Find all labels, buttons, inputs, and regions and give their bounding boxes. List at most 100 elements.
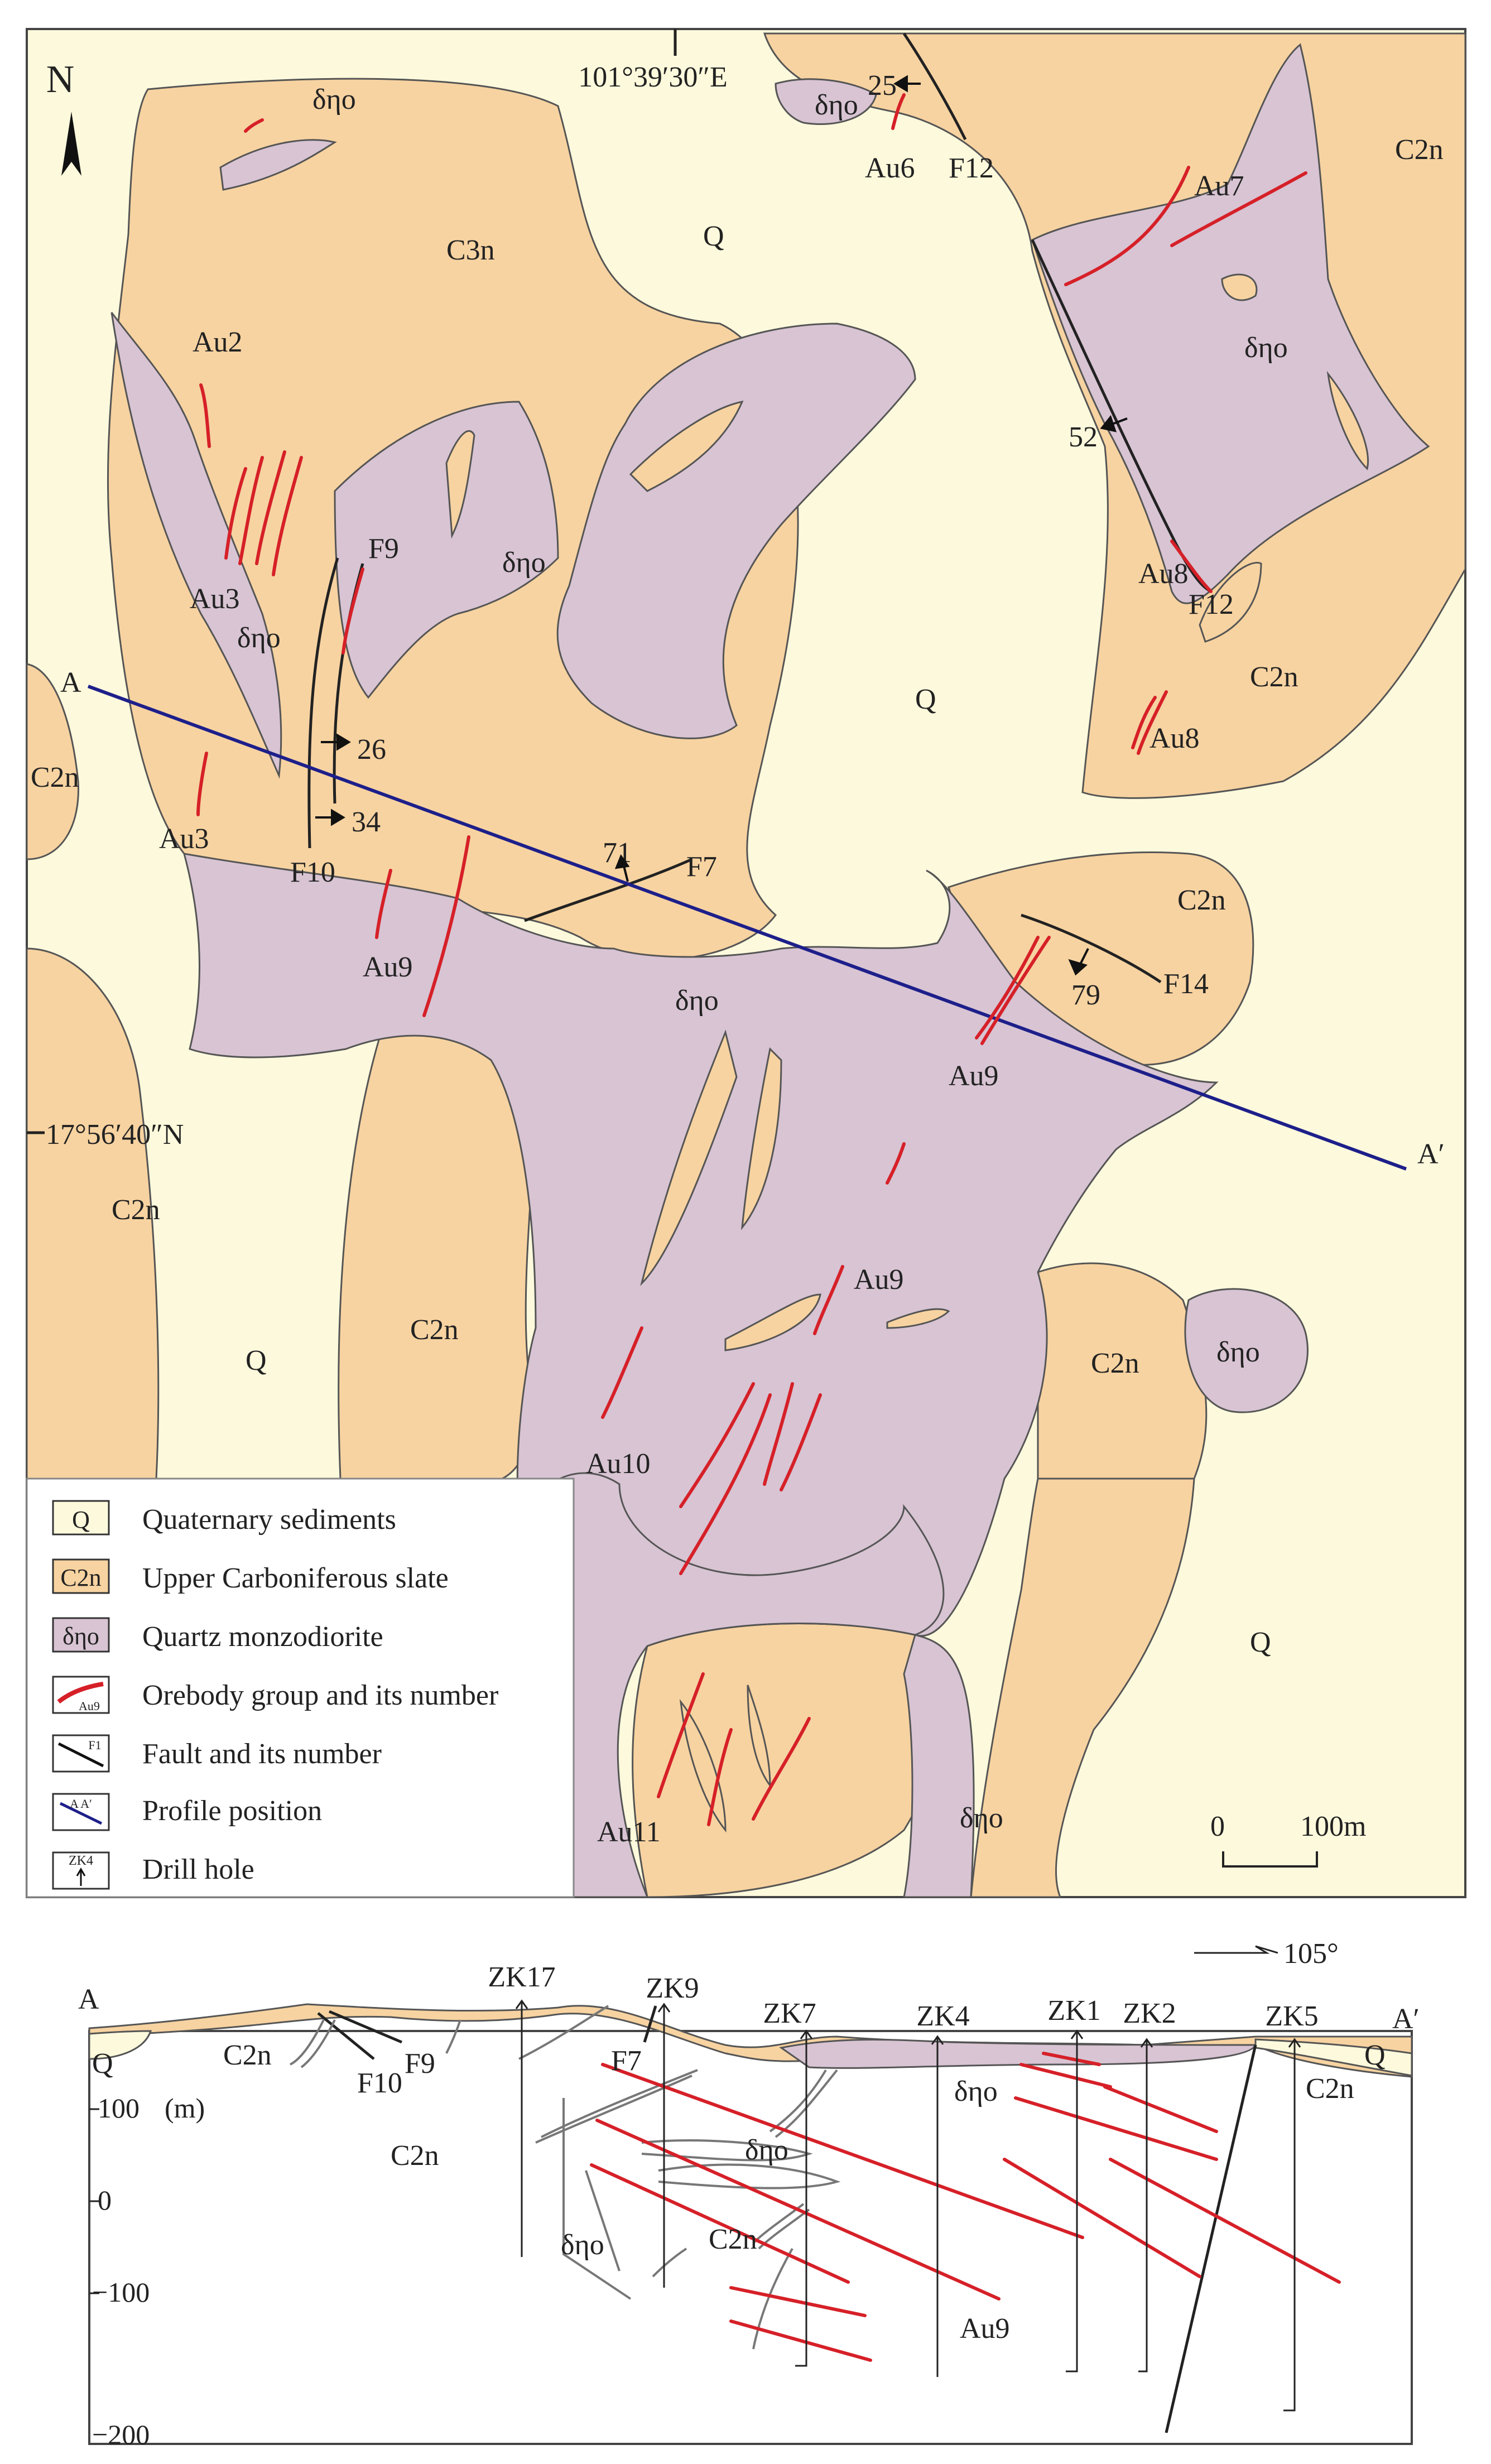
label-au6: Au6 (865, 152, 915, 184)
diorite-units (110, 43, 1430, 1898)
label-dip25: 25 (868, 70, 897, 102)
legend-symbol-fault: F1 (88, 1738, 101, 1752)
label-f9: F9 (368, 533, 399, 565)
section-orebody-8 (1014, 2096, 1218, 2161)
label-au3-west: Au3 (159, 823, 209, 855)
legend-label-fault: Fault and its number (142, 1738, 382, 1770)
label-zk17: ZK17 (488, 1961, 555, 1993)
legend-item-fault: F1 Fault and its number (52, 1734, 382, 1773)
orebody-au8-south-2 (1137, 690, 1168, 755)
section-orebody-4 (729, 2286, 867, 2317)
label-zk9: ZK9 (646, 1972, 699, 2004)
orebody-au3-3 (255, 450, 286, 565)
contact-dno-leader-2 (585, 2170, 621, 2272)
label-au9-west: Au9 (363, 951, 413, 983)
diorite-northeast (1031, 43, 1430, 604)
orebody-au10-2 (679, 1382, 755, 1508)
contact-7 (769, 2069, 827, 2133)
label-c2n-west: C2n (31, 762, 79, 793)
profile-a-label: A (60, 667, 81, 699)
orebody-au2 (199, 383, 211, 448)
orebody-au9-central (422, 835, 470, 1017)
orebody-au11-3 (752, 1717, 811, 1821)
label-dip79: 79 (1071, 979, 1100, 1011)
legend-item-profile: A A′ Profile position (52, 1793, 322, 1831)
label-c3n: C3n (446, 234, 495, 266)
orebody-au8-south-1 (1131, 696, 1157, 749)
axis-tick-0: 0 (98, 2184, 112, 2216)
sliver-6 (1221, 273, 1258, 301)
label-c2n-east: C2n (1250, 661, 1298, 693)
drillhole-zk9 (657, 2003, 671, 2288)
scale-bar: 0 100m (1210, 1811, 1366, 1868)
label-dno-west: δηο (237, 622, 281, 654)
legend-swatch-q (52, 1500, 110, 1536)
drillhole-zk5 (1283, 2038, 1301, 2412)
map-unit-labels: δηο C3n Q δηο C2n δηο δηο δηο Q C2n C2n … (31, 84, 1444, 1834)
legend-symbol-orebody: Au9 (79, 1699, 100, 1713)
legend-swatch-orebody (52, 1676, 110, 1714)
sliver-9 (886, 1308, 950, 1329)
label-q-se: Q (1250, 1626, 1271, 1658)
sliver-8 (724, 1293, 821, 1351)
section-label-c2n-a: C2n (223, 2039, 272, 2071)
contact-9 (641, 2139, 813, 2162)
sliver-1 (445, 430, 475, 539)
legend-item-c2n: C2n Upper Carboniferous slate (52, 1558, 449, 1594)
scale-bar-icon (1222, 1851, 1318, 1868)
label-dno-nw: δηο (312, 84, 356, 116)
cross-section: 105° (78, 1938, 1420, 2450)
section-label-dno-c: δηο (954, 2076, 998, 2107)
legend-item-orebody: Au9 Orebody group and its number (52, 1676, 498, 1714)
latitude-label: 17°56′40″N (46, 1119, 184, 1151)
contact-4 (518, 2005, 609, 2060)
section-orebody-9 (1103, 2085, 1218, 2133)
section-label-c2n-d: C2n (1306, 2073, 1354, 2105)
orebody-au3-west (196, 752, 208, 816)
contact-12 (758, 2208, 810, 2250)
legend-item-drillhole: ZK4 Drill hole (52, 1851, 254, 1890)
section-orebody-7 (1042, 2052, 1101, 2066)
section-orebody-3 (590, 2163, 850, 2284)
contact-3 (445, 2019, 461, 2054)
sliver-3 (640, 1029, 738, 1286)
label-f14: F14 (1163, 968, 1209, 1000)
label-dno-ne: δηο (1244, 332, 1288, 364)
slate-body-southeast-large (970, 1478, 1195, 1898)
diorite-north-small (775, 78, 877, 126)
north-arrow: N (46, 58, 81, 176)
legend-frame (26, 1478, 575, 1898)
label-dip26: 26 (357, 734, 386, 766)
diorite-west-wedge (110, 312, 282, 779)
section-labels: Q C2n F10 F9 C2n F7 δηο δηο C2n Au9 δηο … (92, 2039, 1386, 2345)
label-c2n-east-central: C2n (1177, 884, 1226, 916)
legend-symbol-q: Q (72, 1506, 90, 1533)
section-orebody-5 (729, 2319, 872, 2362)
section-label-dno-b: δηο (561, 2229, 604, 2261)
diorite-small-northwest (219, 139, 337, 191)
axis-unit: (m) (165, 2092, 205, 2124)
legend-swatch-dno (52, 1617, 110, 1653)
orebody-au10-3 (679, 1393, 772, 1575)
label-q-central: Q (915, 684, 936, 715)
section-end-a: A (78, 1984, 99, 2015)
label-c2n-se: C2n (1091, 1348, 1139, 1379)
orebody-au11-2 (707, 1728, 733, 1826)
map-legend: Q Quaternary sediments C2n Upper Carboni… (26, 1478, 575, 1898)
drillhole-zk1 (1066, 2029, 1084, 2372)
azimuth-arrow-icon (1194, 1945, 1278, 1954)
orebody-au9-east-2 (980, 936, 1051, 1045)
section-orebody-10 (1003, 2158, 1201, 2278)
drillhole-zk7 (795, 2029, 813, 2367)
section-faults (317, 2005, 1257, 2433)
section-orebody-1 (601, 2063, 1084, 2239)
label-c2n-ne: C2n (1395, 134, 1444, 166)
legend-label-c2n: Upper Carboniferous slate (142, 1562, 449, 1594)
section-label-c2n-b: C2n (391, 2140, 439, 2172)
section-drill-holes (515, 1999, 1301, 2412)
scale-bar-end: 100m (1300, 1811, 1366, 1842)
label-q-north: Q (703, 220, 724, 252)
legend-label-drillhole: Drill hole (142, 1854, 254, 1885)
feature-labels: Au2 Au3 Au3 F9 F10 26 34 Au9 71 F7 25 Au… (159, 70, 1244, 1848)
dip-arrow-icon-34 (315, 808, 345, 826)
